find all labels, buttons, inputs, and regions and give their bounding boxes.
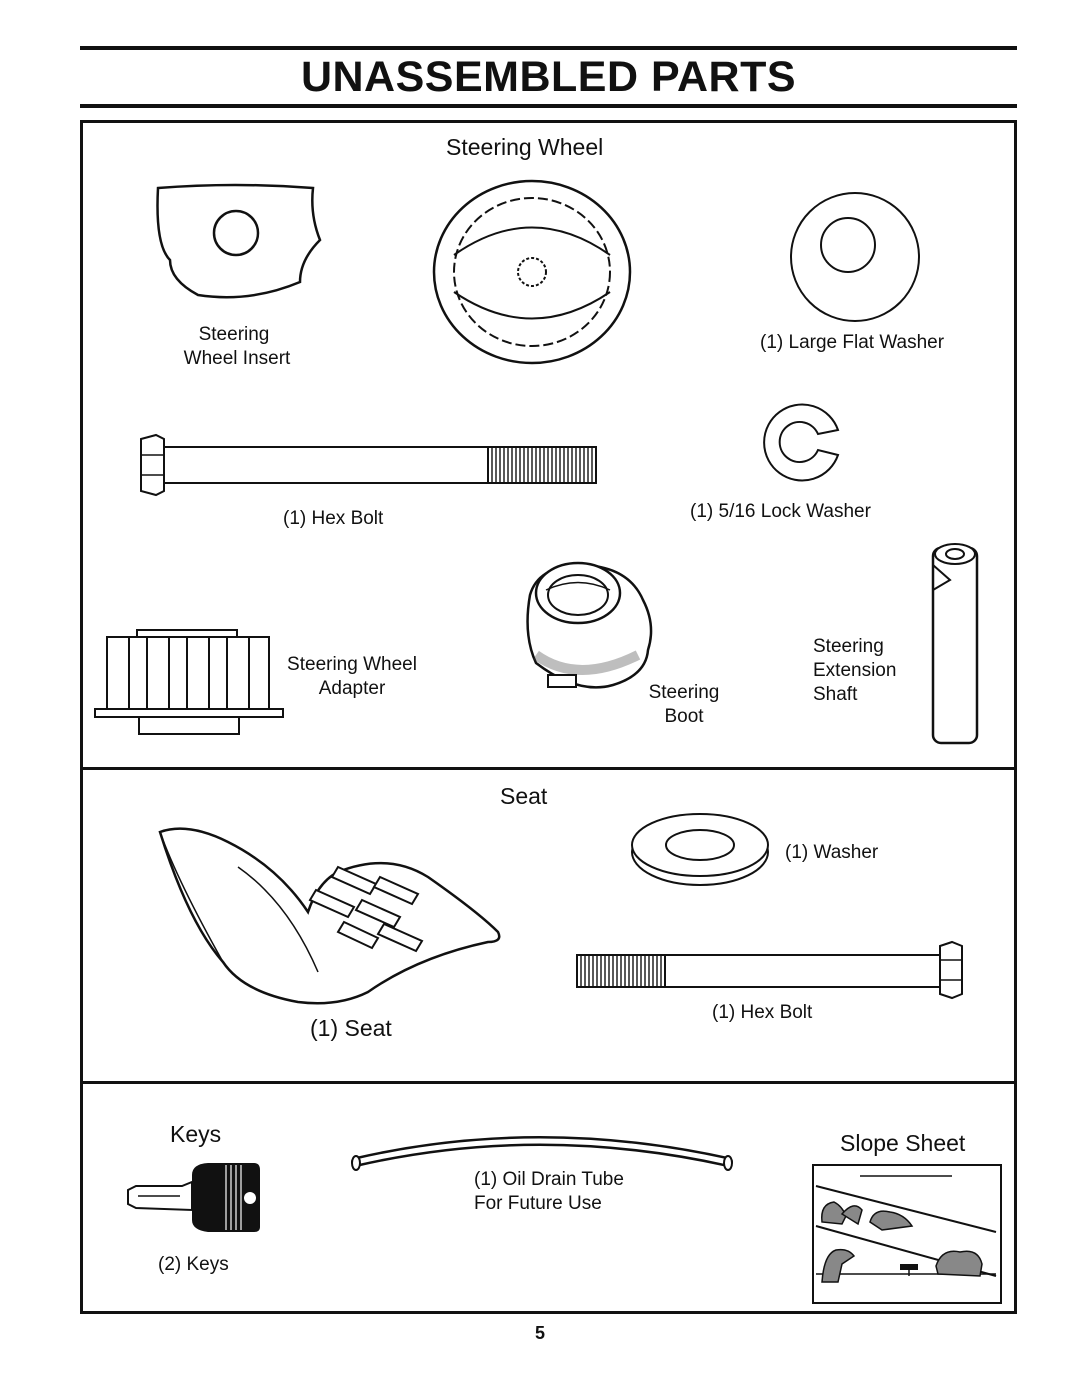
page-number: 5 bbox=[534, 1323, 545, 1343]
seat-section-heading: Seat bbox=[500, 783, 548, 809]
steering-wheel-adapter-label-2: Adapter bbox=[318, 678, 386, 699]
steering-hex-bolt-illustration bbox=[140, 433, 597, 497]
slope-sheet-illustration bbox=[812, 1164, 1002, 1304]
steering-wheel-illustration bbox=[432, 179, 632, 365]
lock-washer-illustration bbox=[763, 403, 840, 482]
steering-hex-bolt-label: (1) Hex Bolt bbox=[283, 508, 384, 529]
steering-boot-label-2: Boot bbox=[664, 706, 704, 727]
steering-wheel-adapter-label-1: Steering Wheel bbox=[287, 654, 417, 675]
large-flat-washer-label: (1) Large Flat Washer bbox=[760, 332, 945, 353]
misc-parts-panel bbox=[80, 1081, 1017, 1314]
steering-boot-label-1: Steering bbox=[648, 682, 720, 703]
title-top-rule bbox=[80, 46, 1017, 50]
steering-extension-shaft-label-1: Steering bbox=[813, 636, 884, 657]
steering-extension-shaft-label-3: Shaft bbox=[813, 684, 858, 705]
seat-hex-bolt-label: (1) Hex Bolt bbox=[712, 1002, 813, 1023]
steering-extension-shaft-label-2: Extension bbox=[813, 660, 897, 681]
seat-washer-illustration bbox=[631, 813, 769, 886]
slope-sheet-heading: Slope Sheet bbox=[840, 1130, 966, 1156]
seat-label: (1) Seat bbox=[310, 1015, 392, 1041]
seat-washer-label: (1) Washer bbox=[785, 842, 879, 863]
oil-drain-tube-label-1: (1) Oil Drain Tube bbox=[474, 1169, 624, 1190]
steering-wheel-insert-illustration bbox=[156, 183, 322, 299]
oil-drain-tube-illustration bbox=[351, 1136, 733, 1171]
large-flat-washer-illustration bbox=[790, 192, 920, 322]
steering-extension-shaft-illustration bbox=[931, 543, 979, 745]
steering-wheel-insert-label-1: Steering bbox=[198, 324, 270, 345]
keys-label: (2) Keys bbox=[158, 1254, 229, 1275]
steering-boot-illustration bbox=[526, 561, 653, 689]
seat-hex-bolt-illustration bbox=[576, 940, 963, 1000]
oil-drain-tube-label-2: For Future Use bbox=[474, 1193, 602, 1214]
steering-wheel-adapter-illustration bbox=[94, 629, 284, 735]
key-illustration bbox=[127, 1163, 260, 1232]
seat-illustration bbox=[158, 827, 501, 1005]
title-bottom-rule bbox=[80, 104, 1017, 108]
steering-wheel-insert-label-2: Wheel Insert bbox=[183, 348, 291, 369]
steering-section-heading: Steering Wheel bbox=[446, 134, 604, 160]
lock-washer-label: (1) 5/16 Lock Washer bbox=[690, 501, 871, 522]
page-title: UNASSEMBLED PARTS bbox=[300, 53, 797, 101]
keys-heading: Keys bbox=[170, 1121, 222, 1147]
